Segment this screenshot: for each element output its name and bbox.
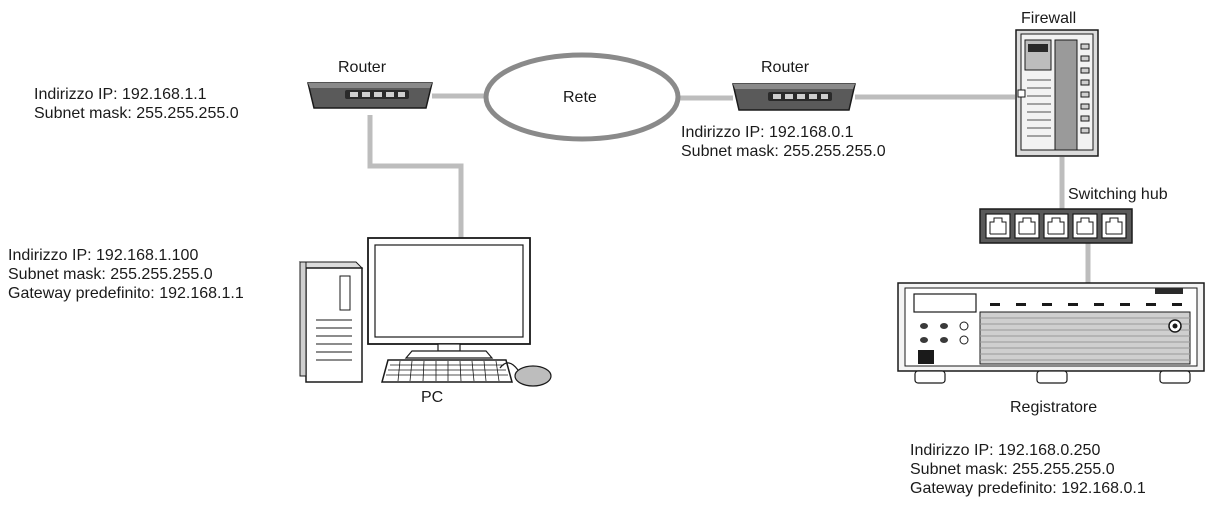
network-label: Rete [563,89,597,106]
router-right-mask: Subnet mask: 255.255.255.0 [681,143,886,160]
switching-hub-icon [979,208,1133,244]
router-right-icon [732,83,856,111]
pc-gateway: Gateway predefinito: 192.168.1.1 [8,285,244,302]
cables [367,93,1091,283]
recorder-ip: Indirizzo IP: 192.168.0.250 [910,442,1101,459]
router-left-label: Router [338,59,387,76]
pc-label: PC [421,389,444,406]
router-left-ip: Indirizzo IP: 192.168.1.1 [34,86,207,103]
recorder-gateway: Gateway predefinito: 192.168.0.1 [910,480,1146,497]
cable-router-left-to-pc [367,115,464,238]
pc-ip: Indirizzo IP: 192.168.1.100 [8,247,199,264]
keyboard-icon [381,359,513,383]
recorder-mask: Subnet mask: 255.255.255.0 [910,461,1115,478]
recorder-grille [979,311,1191,365]
network-ellipse [483,52,681,142]
firewall-icon [1015,29,1099,157]
switching-hub-label: Switching hub [1068,186,1168,203]
mouse-icon [499,362,552,387]
recorder-label: Registratore [1010,399,1098,416]
router-left-icon [307,82,433,109]
router-right-ip: Indirizzo IP: 192.168.0.1 [681,124,854,141]
firewall-label: Firewall [1021,10,1077,27]
pc-tower-icon [298,261,364,383]
recorder-icon [897,282,1205,384]
pc-mask: Subnet mask: 255.255.255.0 [8,266,213,283]
router-left-mask: Subnet mask: 255.255.255.0 [34,105,239,122]
router-right-label: Router [761,59,810,76]
pc-monitor-icon [367,237,531,359]
